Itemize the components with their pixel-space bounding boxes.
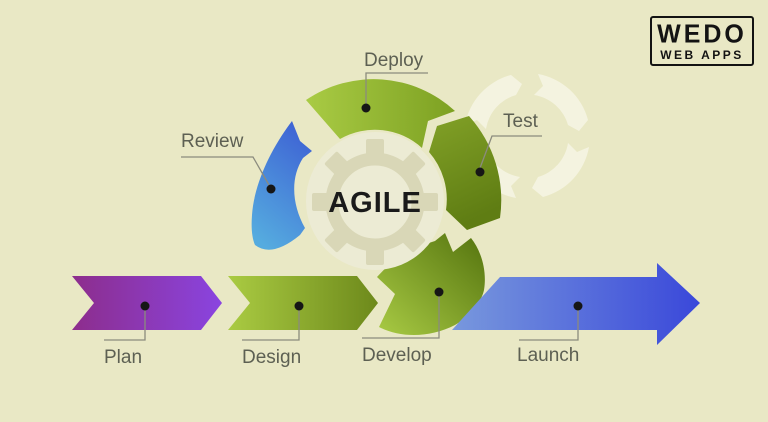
- logo-tagline: WEB APPS: [660, 47, 744, 62]
- test-label: Test: [503, 111, 539, 132]
- develop-label: Develop: [362, 345, 432, 366]
- plan-callout-line: [104, 310, 146, 341]
- design-dot: [294, 301, 304, 311]
- test-arc: [429, 116, 502, 230]
- develop-dot: [434, 287, 444, 297]
- deploy-callout-line: [365, 72, 428, 104]
- deploy-arc: [306, 79, 455, 148]
- callout-dots: [140, 103, 583, 311]
- review-dot: [266, 184, 276, 194]
- hub-title: AGILE: [328, 187, 422, 219]
- test-callout-line: [479, 135, 542, 169]
- launch-callout-line: [519, 310, 579, 341]
- deploy-dot: [361, 103, 371, 113]
- design-label: Design: [242, 347, 301, 368]
- callout-lines: [104, 72, 579, 341]
- review-arc: [251, 121, 312, 250]
- agile-gear-icon: [312, 139, 438, 265]
- test-dot: [475, 167, 485, 177]
- plan-label: Plan: [104, 347, 142, 368]
- develop-callout-line: [362, 296, 440, 339]
- logo-wordmark: WEDO: [657, 18, 747, 49]
- plan-dot: [140, 301, 150, 311]
- design-arrow: [228, 276, 378, 330]
- review-callout-line: [181, 156, 270, 186]
- deploy-label: Deploy: [364, 50, 424, 71]
- wedo-web-apps-logo: WEDO WEB APPS: [650, 16, 754, 66]
- review-label: Review: [181, 131, 244, 152]
- launch-dot: [573, 301, 583, 311]
- design-callout-line: [242, 310, 300, 341]
- launch-label: Launch: [517, 345, 579, 366]
